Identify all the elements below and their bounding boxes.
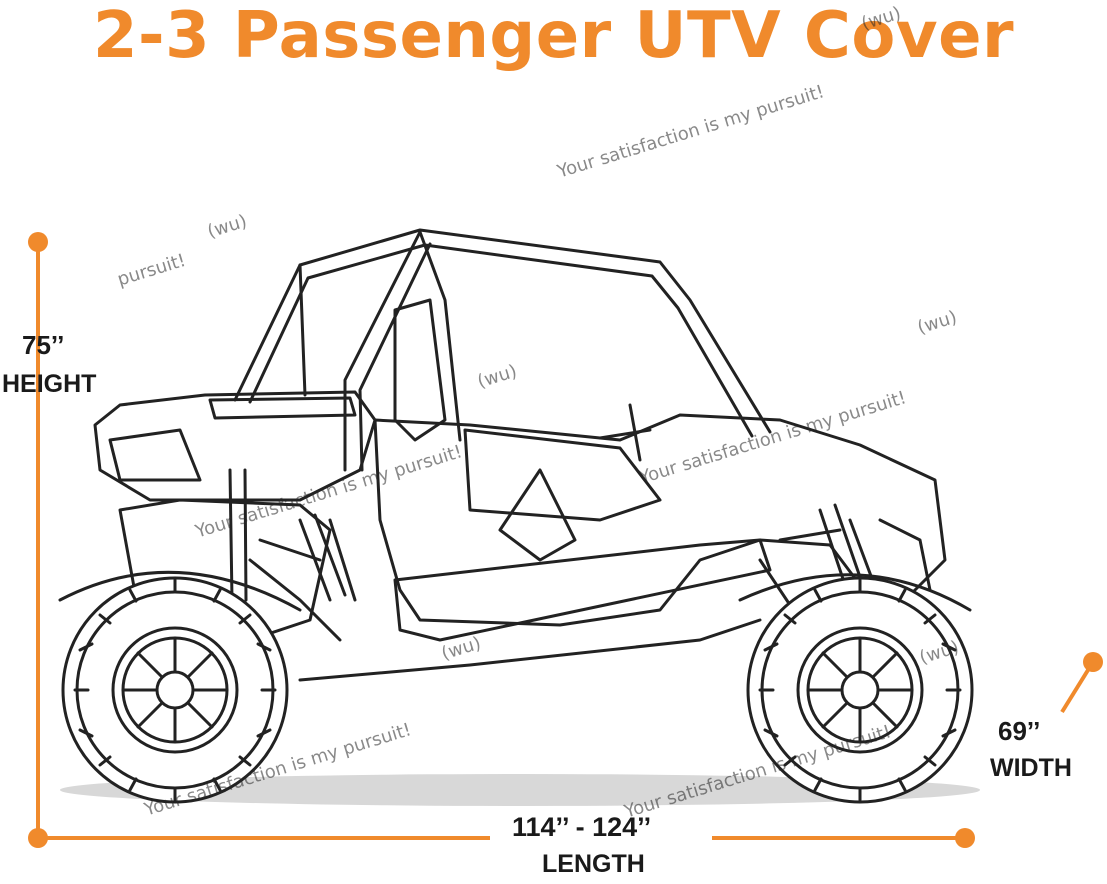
utv-side-view-icon	[58, 228, 980, 806]
length-end-dot	[955, 828, 975, 848]
origin-dot	[28, 828, 48, 848]
height-top-dot	[28, 232, 48, 252]
length-label: LENGTH	[542, 850, 645, 878]
height-label: HEIGHT	[2, 370, 97, 398]
dimension-lines	[28, 232, 1103, 848]
page-title: 2-3 Passenger UTV Cover	[92, 0, 1015, 73]
width-value: 69’’	[998, 716, 1041, 746]
length-value: 114’’ - 124’’	[512, 812, 652, 842]
width-end-dot	[1083, 652, 1103, 672]
height-value: 75’’	[22, 330, 65, 360]
width-label: WIDTH	[990, 754, 1072, 782]
